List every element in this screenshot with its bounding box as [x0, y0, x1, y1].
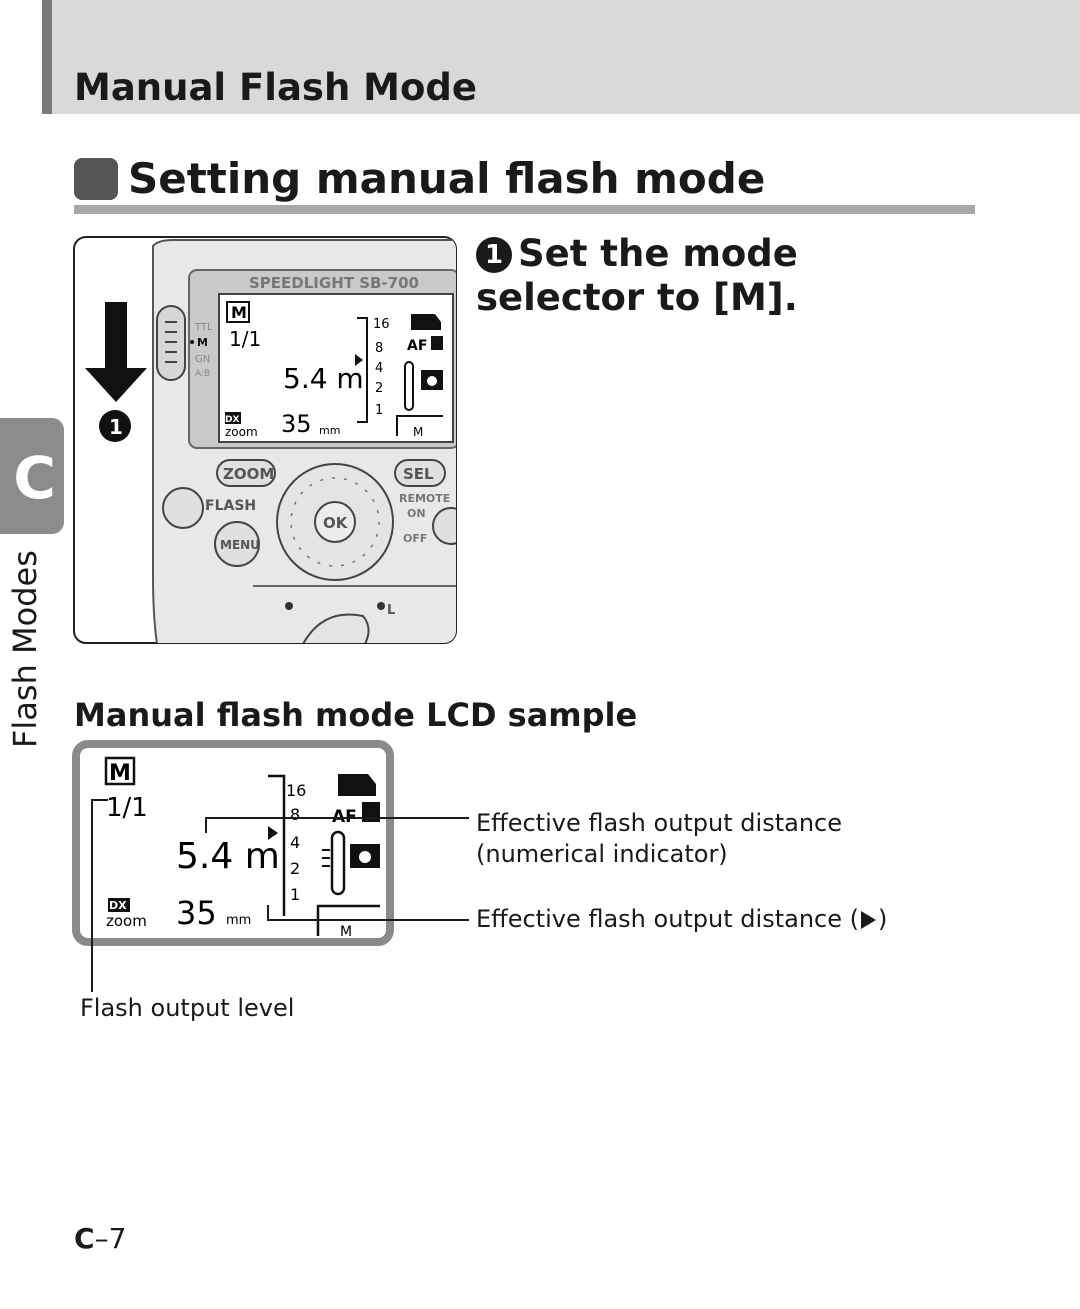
- lcd-sample-title: Manual flash mode LCD sample: [74, 696, 638, 734]
- sample-mode: M: [109, 761, 131, 786]
- page-number: C–7: [74, 1222, 126, 1255]
- flash-button[interactable]: [162, 487, 204, 529]
- sample-output-level: 1/1: [106, 793, 148, 823]
- switch-label-gn: GN: [195, 354, 210, 365]
- ok-button-label: OK: [323, 514, 349, 532]
- menu-button[interactable]: [214, 521, 260, 567]
- speedlight-illustration: SPEEDLIGHT SB-700 M 1/1 5.4 m 16 8 4 2 1…: [73, 236, 457, 644]
- sample-scale-8: 8: [290, 805, 300, 824]
- header-band: [42, 0, 1080, 114]
- sample-scale-1: 1: [290, 885, 300, 904]
- callout-numerical-line2: (numerical indicator): [476, 840, 728, 868]
- page-header-title: Manual Flash Mode: [74, 66, 477, 109]
- section-rule: [74, 205, 975, 214]
- lcd-mode-box: [226, 301, 250, 323]
- lcd-scale-4: 4: [375, 361, 383, 376]
- step-text: Set the mode selector to [M].: [476, 232, 798, 319]
- lcd-scale-16: 16: [373, 317, 390, 332]
- callout-bar-distance: Effective flash output distance (): [476, 905, 887, 933]
- callout-bar-text: Effective flash output distance (: [476, 905, 859, 933]
- device-model-label: SPEEDLIGHT SB-700: [249, 274, 419, 292]
- sample-distance: 5.4 m: [176, 836, 280, 877]
- step-number-badge: 1: [476, 237, 512, 273]
- remote-switch[interactable]: [432, 507, 457, 545]
- sel-button[interactable]: [394, 459, 446, 487]
- remote-on-label: ON: [407, 507, 426, 520]
- zoom-button-label: ZOOM: [223, 465, 274, 483]
- page-number-chapter: C: [74, 1222, 95, 1255]
- lock-label: L: [387, 603, 395, 618]
- switch-label-ttl: TTL: [194, 322, 213, 333]
- sample-flash-head-icon: [338, 774, 376, 796]
- lcd-dx-label: DX: [225, 415, 239, 425]
- sample-focal-length: 35: [176, 894, 217, 932]
- lcd-focal-length: 35: [281, 410, 312, 438]
- remote-label: REMOTE: [399, 492, 450, 505]
- sample-zoom-label: zoom: [106, 912, 147, 930]
- lock-lever[interactable]: [302, 613, 370, 644]
- step-marker-icon: [99, 410, 131, 442]
- section-title: Setting manual flash mode: [128, 154, 766, 203]
- lcd-focal-unit: mm: [319, 424, 340, 437]
- down-arrow-icon: [105, 302, 127, 372]
- menu-button-label: MENU: [220, 538, 260, 552]
- lcd-scale-8: 8: [375, 341, 383, 356]
- sample-bounce-icon: [330, 830, 346, 896]
- sample-bottom-mode: M: [340, 924, 352, 940]
- step-marker-number: 1: [109, 415, 123, 439]
- lcd-output-level: 1/1: [229, 327, 261, 351]
- callout-numerical-distance: Effective flash output distance (numeric…: [476, 808, 842, 870]
- sample-focal-unit: mm: [226, 913, 251, 928]
- lcd-sample-display: M 1/1 5.4 m 16 8 4 2 1 AF DX zoom 35 mm …: [72, 740, 394, 946]
- switch-label-ab: A:B: [195, 369, 210, 379]
- play-triangle-icon: [860, 911, 876, 929]
- lcd-distance: 5.4 m: [283, 362, 364, 395]
- lcd-bounce-icon: [404, 361, 414, 411]
- callout-numerical-line1: Effective flash output distance: [476, 809, 842, 837]
- lcd-bottom-mode: M: [413, 425, 423, 439]
- ok-button[interactable]: [314, 501, 356, 543]
- sample-scale-16: 16: [286, 781, 306, 800]
- zoom-button[interactable]: [216, 459, 276, 487]
- sample-distance-pointer: [268, 826, 278, 840]
- sample-scale-2: 2: [290, 859, 300, 878]
- lcd-distance-pointer: [355, 354, 363, 366]
- callout-output-level: Flash output level: [80, 994, 295, 1022]
- sample-mode-box: [104, 756, 136, 786]
- page-number-value: –7: [94, 1222, 127, 1255]
- flash-button-label: FLASH: [205, 498, 256, 514]
- sample-scale-4: 4: [290, 833, 300, 852]
- callout-bar-text-end: ): [877, 905, 888, 933]
- lcd-zoom-label: zoom: [225, 425, 258, 439]
- chapter-tab: C: [0, 418, 64, 534]
- lcd-scale-2: 2: [375, 381, 383, 396]
- lcd-flash-head-icon: [411, 314, 441, 330]
- lcd-mode: M: [231, 303, 247, 322]
- sample-dx-label: DX: [109, 899, 127, 912]
- lcd-scale-1: 1: [375, 403, 383, 418]
- switch-label-m: M: [197, 336, 208, 349]
- section-bullet: [74, 158, 118, 200]
- sel-button-label: SEL: [403, 465, 434, 483]
- lcd-af-label: AF: [407, 338, 427, 354]
- remote-off-label: OFF: [403, 532, 427, 545]
